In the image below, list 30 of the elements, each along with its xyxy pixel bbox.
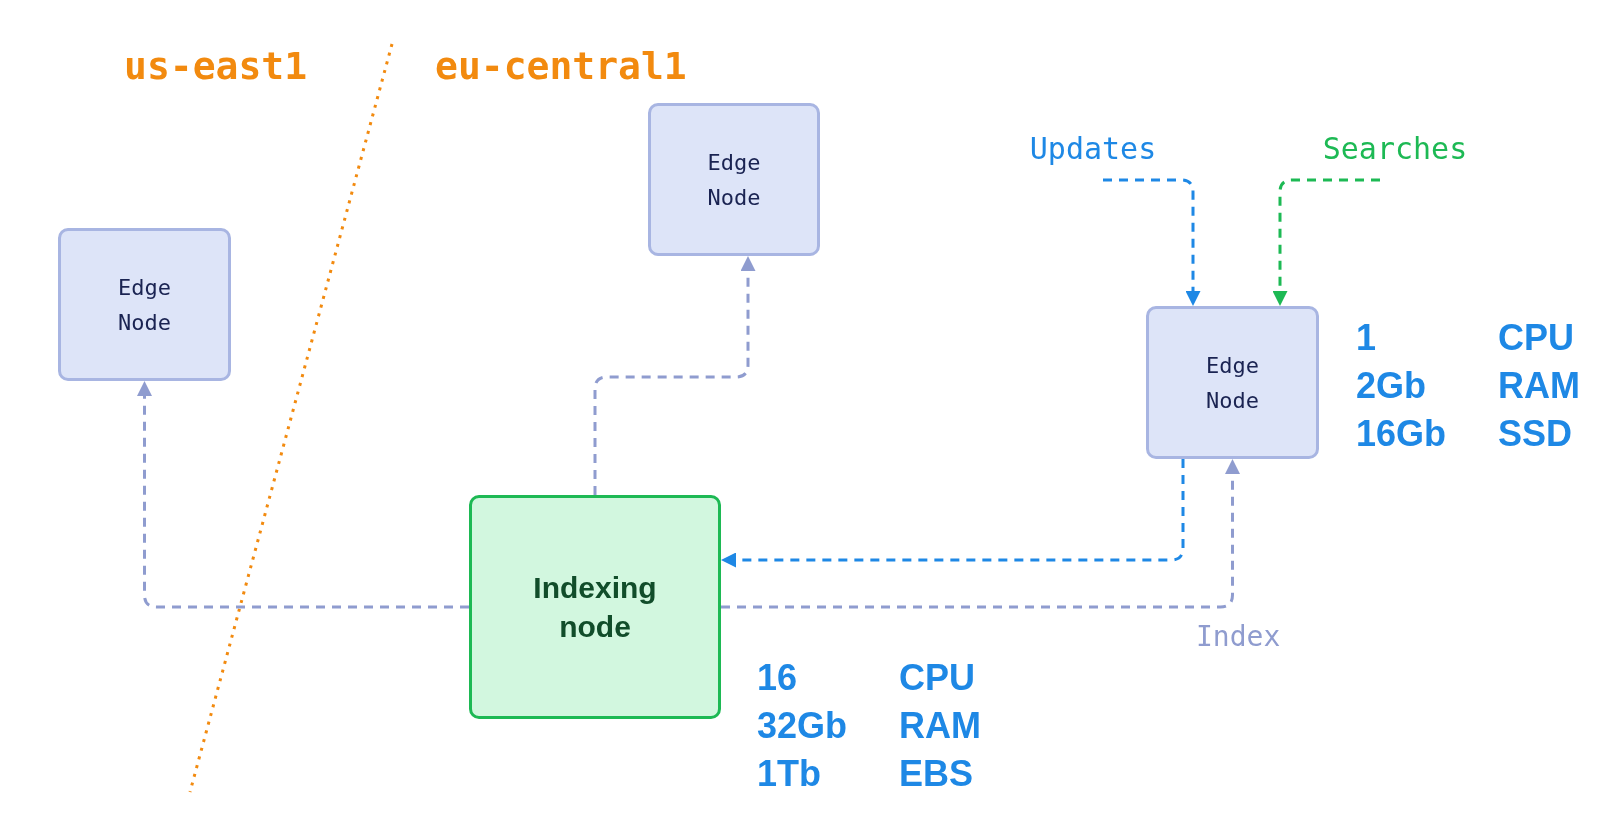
spec-text: 16Gb [1356, 412, 1448, 456]
spec-text: 32Gb [757, 704, 849, 748]
node-label: Edge Node [706, 148, 762, 212]
spec-text: 2Gb [1356, 364, 1427, 408]
indexing-node-box [469, 495, 721, 719]
node-label: Indexing node [532, 570, 658, 645]
edge-node-box [1146, 306, 1319, 459]
spec-text: CPU [1498, 316, 1575, 360]
arrow [1272, 178, 1380, 306]
spec-text: RAM [1498, 364, 1580, 408]
region-label: eu-central1 [435, 44, 687, 88]
spec-text: CPU [899, 656, 976, 700]
spec-text: 1Tb [757, 752, 822, 796]
node-label: Edge Node [1205, 351, 1260, 415]
region-label: us-east1 [124, 44, 308, 88]
spec-text: EBS [899, 752, 975, 796]
node-label: Edge Node [117, 273, 172, 337]
arrow [593, 256, 756, 495]
spec-text: 16 [757, 656, 799, 700]
edge-node-box [58, 228, 231, 381]
input-label: Searches [1322, 130, 1468, 166]
arrow [1103, 178, 1201, 306]
input-label: Updates [1029, 130, 1157, 166]
arrow [721, 459, 1240, 609]
arrow [721, 459, 1185, 568]
spec-text: 1 [1356, 316, 1378, 360]
spec-text: SSD [1498, 412, 1574, 456]
spec-text: RAM [899, 704, 981, 748]
edge-node-box [648, 103, 820, 256]
arrow [137, 381, 469, 609]
